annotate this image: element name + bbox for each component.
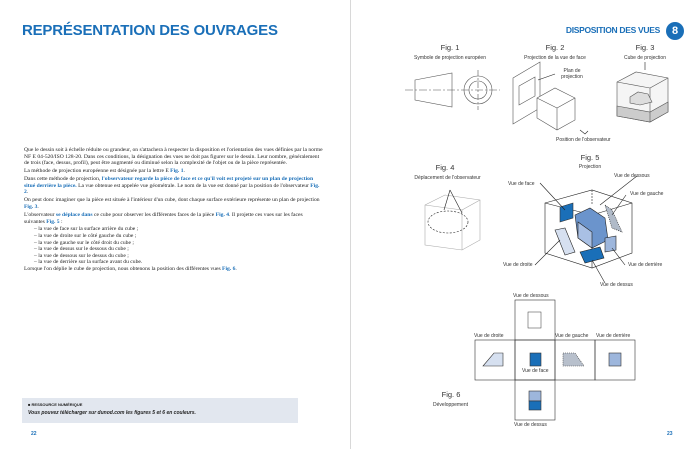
fig5-title: Fig. 5 (580, 153, 600, 162)
fig6-label-dessous: Vue de dessous (513, 293, 549, 299)
resource-heading: ■ RESSOURCE NUMÉRIQUE (28, 402, 83, 407)
highlight-text: Fig. 1 (170, 168, 184, 175)
fig5-label-dessous: Vue de dessous (614, 173, 650, 179)
highlight-text: Fig. 2 (24, 182, 320, 196)
highlight-text: l'observateur regarde la pièce de face e… (24, 176, 314, 189)
body-text: Que le dessin soit à échelle réduite ou … (24, 147, 324, 274)
page-title: REPRÉSENTATION DES OUVRAGES (22, 22, 278, 39)
list-item: – la vue de face sur la surface arrière … (34, 226, 139, 233)
fig3-title: Fig. 3 (635, 43, 655, 52)
fig2-plan-label: Plan de projection (561, 68, 583, 80)
fig3-caption: Cube de projection (624, 55, 666, 61)
fig1-caption: Symbole de projection européen (414, 55, 486, 61)
fig6-title: Fig. 6 (441, 390, 461, 399)
fig1-projection-symbol (405, 70, 500, 110)
fig5-caption: Projection (578, 164, 602, 170)
list-item: – la vue de dessus sur le dessous du cub… (34, 246, 129, 253)
section-header: DISPOSITION DES VUES (565, 25, 660, 35)
fig6-label-droite: Vue de droite (474, 333, 504, 339)
fig2-caption: Projection de la vue de face (524, 55, 586, 61)
fig5-label-droite: Vue de droite (503, 262, 533, 268)
text-run: L'observateur (24, 211, 56, 218)
fig5-label-gauche: Vue de gauche (630, 191, 664, 197)
fig3-cube (616, 62, 669, 123)
paragraph: L'observateur se déplace dans ce cube po… (24, 212, 324, 225)
fig5-label-derriere: Vue de derrière (628, 262, 663, 268)
text-run: . (235, 266, 237, 273)
paragraph: Que le dessin soit à échelle réduite ou … (24, 147, 324, 167)
text-run: La méthode de projection européenne est … (24, 168, 171, 175)
fig5-label-dessus: Vue de dessus (600, 282, 633, 288)
text-run: . (37, 203, 39, 210)
text-run: . Il projette ces vues sur les faces sui… (24, 211, 303, 225)
fig6-caption: Développement (432, 402, 469, 408)
highlight-text: Fig. 6 (222, 266, 236, 273)
fig4-observer (424, 189, 481, 251)
fig6-development (474, 299, 636, 421)
fig2-observer-label: Position de l'observateur (556, 137, 611, 143)
resource-text: Vous pouvez télécharger sur dunod.com le… (28, 410, 196, 416)
fig6-label-dessus: Vue de dessus (514, 422, 547, 428)
resource-box: ■ RESSOURCE NUMÉRIQUE Vous pouvez téléch… (22, 398, 298, 423)
fig1-title: Fig. 1 (440, 43, 460, 52)
highlight-text: Fig. 4 (215, 211, 230, 218)
fig2-title: Fig. 2 (545, 43, 565, 52)
chapter-badge: 8 (666, 22, 684, 40)
fig5-label-face: Vue de face (508, 181, 535, 187)
text-run: . (183, 168, 185, 175)
fig2-projection (512, 61, 589, 135)
highlight-text: Fig. 5 (46, 218, 60, 225)
fig6-label-gauche: Vue de gauche (555, 333, 589, 339)
text-run: Lorsque l'on déplie le cube de projectio… (24, 266, 223, 273)
fig6-label-derriere: Vue de derrière (596, 333, 631, 339)
text-run: : (59, 218, 63, 225)
closing-paragraph: Lorsque l'on déplie le cube de projectio… (24, 266, 324, 273)
fig5-projection-cube (534, 175, 638, 284)
text-run: Dans cette méthode de projection, (24, 176, 102, 183)
list-item: – la vue de droite sur le côté gauche du… (34, 233, 137, 240)
text-run: . (26, 189, 29, 196)
text-run: On peut donc imaginer que la pièce est s… (24, 197, 320, 204)
paragraph: Dans cette méthode de projection, l'obse… (24, 176, 324, 196)
text-run: La vue obtenue est appelée vue géométral… (76, 182, 311, 189)
page-divider (350, 0, 351, 449)
fig6-label-face: Vue de face (522, 368, 549, 374)
highlight-text: Fig. 3 (24, 203, 38, 210)
view-list: – la vue de face sur la surface arrière … (24, 226, 324, 266)
paragraph: On peut donc imaginer que la pièce est s… (24, 197, 324, 210)
list-item: – la vue de dessous sur le dessus du cub… (34, 252, 129, 259)
paragraph: La méthode de projection européenne est … (24, 168, 324, 175)
text-run: ce cube pour observer les différentes fa… (92, 211, 216, 218)
highlight-text: se déplace dans (55, 211, 93, 218)
fig4-title: Fig. 4 (435, 163, 455, 172)
text-run: Que le dessin soit à échelle réduite ou … (24, 147, 323, 167)
page-number-left: 22 (31, 431, 37, 437)
list-item: – la vue de gauche sur le côté droit du … (34, 239, 134, 246)
page-number-right: 23 (667, 431, 673, 437)
fig4-caption: Déplacement de l'observateur (414, 175, 481, 181)
list-item: – la vue de derrière sur la surface avan… (34, 259, 143, 266)
